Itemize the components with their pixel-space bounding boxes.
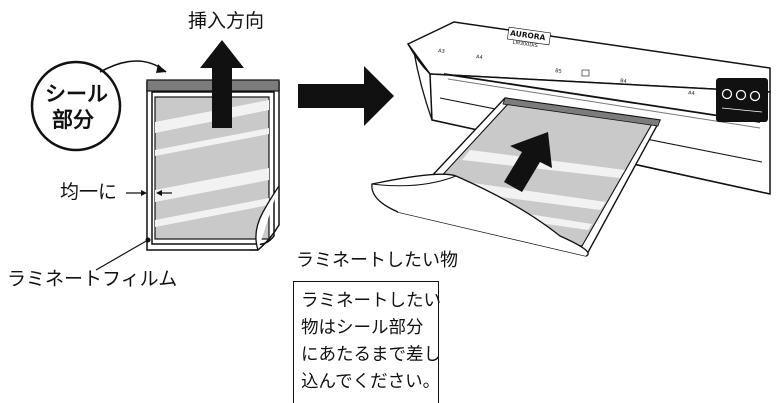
control-panel	[716, 78, 768, 122]
laminate-film-pouch	[146, 79, 280, 251]
mark-a4-left: A4	[476, 54, 483, 61]
machine-model: LM300DIS	[512, 40, 538, 49]
instruction-line-4: 込んでください。	[301, 372, 441, 392]
mark-b4: B4	[620, 78, 627, 85]
feed-arrow	[504, 132, 552, 192]
insert-direction-label: 挿入方向	[188, 10, 265, 32]
instruction-line-2: 物はシール部分	[301, 318, 424, 338]
uniform-margin-marker	[126, 190, 172, 196]
laminate-film-label: ラミネートフィルム	[7, 268, 178, 290]
mark-a4-right: A4	[688, 90, 695, 97]
seal-part-label-line2: 部分	[52, 108, 94, 132]
laminate-film-leader	[95, 237, 151, 271]
seal-part-callout	[30, 60, 167, 152]
uniform-label: 均一に	[60, 181, 118, 203]
seal-part-label-line1: シール	[45, 82, 108, 106]
insert-direction-arrow	[200, 40, 244, 128]
mark-b5: B5	[555, 68, 562, 75]
instruction-box: ラミネートしたい 物はシール部分 にあたるまで差し 込んでください。	[293, 281, 441, 403]
instruction-line-1: ラミネートしたい	[301, 291, 441, 311]
process-arrow	[298, 66, 394, 126]
instruction-line-3: にあたるまで差し	[301, 345, 441, 365]
mark-a3-left: A3	[438, 48, 445, 55]
item-to-laminate-label: ラミネートしたい物	[296, 250, 458, 271]
